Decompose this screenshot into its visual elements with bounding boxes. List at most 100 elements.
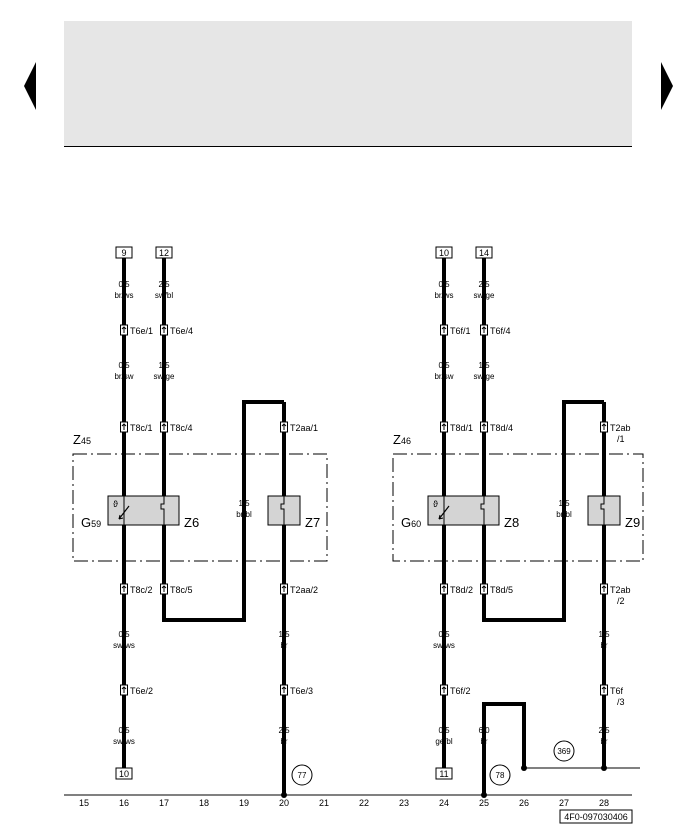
connector-label: T6f xyxy=(610,686,624,696)
wire-color: br/sw xyxy=(434,372,453,381)
sensor-g59-box xyxy=(107,495,180,526)
heating-element-z8 xyxy=(480,496,485,525)
connector-label: T8d/1 xyxy=(450,423,473,433)
wire-size: 1,5 xyxy=(598,630,610,639)
wire-size: 1,5 xyxy=(278,630,290,639)
track-number: 16 xyxy=(119,798,129,808)
wire-size: 2,5 xyxy=(158,280,170,289)
wire-color: br xyxy=(600,737,607,746)
wire-size: 2,5 xyxy=(278,726,290,735)
ground-point-77 xyxy=(291,764,313,786)
sensor-label-g59: G59 xyxy=(81,515,101,530)
wire-color: sw/bl xyxy=(155,291,173,300)
connector-label: T8d/5 xyxy=(490,585,513,595)
ref-box-top-17: 12 xyxy=(159,248,169,258)
heating-element-z7 xyxy=(280,496,285,525)
track-number: 25 xyxy=(479,798,489,808)
wire-size: 6,0 xyxy=(478,726,490,735)
left-circuit: ϑ 9 12 10 0,5 br/ws 0,5 br/sw 0,5 sw/ws … xyxy=(72,246,328,798)
header-divider xyxy=(64,146,632,147)
wire-color: sw/ge xyxy=(474,291,495,300)
zone-label-z45: Z45 xyxy=(73,432,91,447)
connector-label: T8d/2 xyxy=(450,585,473,595)
connector-label: T6e/2 xyxy=(130,686,153,696)
track-number: 20 xyxy=(279,798,289,808)
connector-label: /2 xyxy=(617,596,625,606)
ref-box-bottom-24: 11 xyxy=(439,769,448,779)
triangle-left-icon[interactable] xyxy=(24,62,36,110)
wire-size: 1,5 xyxy=(158,361,170,370)
branch-ref-label: 369 xyxy=(557,747,571,756)
triangle-right-icon[interactable] xyxy=(661,62,673,110)
ref-box-top-24: 10 xyxy=(439,248,449,258)
heating-element-z6 xyxy=(160,496,165,525)
wire-color: br xyxy=(480,737,487,746)
wire-color: br/ws xyxy=(434,291,453,300)
connector-label: /3 xyxy=(617,697,625,707)
ground-point-78 xyxy=(489,764,511,786)
svg-text:ϑ: ϑ xyxy=(113,499,118,509)
branch-ref-369 xyxy=(553,740,575,762)
connector-label: T8d/4 xyxy=(490,423,513,433)
wire-color: br/bl xyxy=(556,510,572,519)
wire-color: ge/bl xyxy=(435,737,453,746)
wire-size: 1,5 xyxy=(478,361,490,370)
header-panel xyxy=(64,21,632,146)
track-number: 28 xyxy=(599,798,609,808)
wire-color: sw/ws xyxy=(113,641,135,650)
temp-sensor-icon: ϑ xyxy=(113,499,130,520)
wire-size: 2,5 xyxy=(598,726,610,735)
track-number: 18 xyxy=(199,798,209,808)
drawing-id: 4F0-097030406 xyxy=(564,812,628,822)
track-number: 19 xyxy=(239,798,249,808)
connector-label: T6e/4 xyxy=(170,326,193,336)
track-number: 21 xyxy=(319,798,329,808)
wire-size: 0,5 xyxy=(118,726,130,735)
sensor-g60-box xyxy=(427,495,500,526)
track-number: 23 xyxy=(399,798,409,808)
connector-label: T8c/1 xyxy=(130,423,153,433)
wire-25-ground xyxy=(482,702,526,795)
zone-label-z46: Z46 xyxy=(393,432,411,447)
wire-color: br xyxy=(600,641,607,650)
wire-size: 2,5 xyxy=(478,280,490,289)
connector-label: T6f/1 xyxy=(450,326,471,336)
ref-box-top-25: 14 xyxy=(479,248,489,258)
connector-label: T2aa/1 xyxy=(290,423,318,433)
element-label-z9: Z9 xyxy=(625,515,640,530)
wire-color: br xyxy=(280,737,287,746)
connector-label: T8c/2 xyxy=(130,585,153,595)
wire-size: 0,5 xyxy=(438,361,450,370)
wire-17-19 xyxy=(162,258,284,622)
element-label-z7: Z7 xyxy=(305,515,320,530)
element-label-z6: Z6 xyxy=(184,515,199,530)
ground-label: 78 xyxy=(496,771,505,780)
wire-color: sw/ws xyxy=(113,737,135,746)
right-circuit: ϑ 10 14 11 0,5 br/ws 0,5 br/sw 0,5 sw/ws… xyxy=(392,246,644,798)
wire-color: sw/ge xyxy=(474,372,495,381)
track-number: 27 xyxy=(559,798,569,808)
sensor-label-g60: G60 xyxy=(401,515,421,530)
zone-box-right xyxy=(392,453,644,562)
connector-label: T6f/4 xyxy=(490,326,511,336)
ground-label: 77 xyxy=(298,771,307,780)
zone-box-left xyxy=(72,453,328,562)
connector-label: T6e/1 xyxy=(130,326,153,336)
connector-label: T2aa/2 xyxy=(290,585,318,595)
wire-color: br/ws xyxy=(114,291,133,300)
wire-size: 0,5 xyxy=(118,361,130,370)
wire-size: 0,5 xyxy=(438,280,450,289)
drawing-id-box xyxy=(559,809,633,824)
track-number: 24 xyxy=(439,798,449,808)
connector-label: T8c/5 xyxy=(170,585,193,595)
track-number: 15 xyxy=(79,798,89,808)
svg-text:ϑ: ϑ xyxy=(433,499,438,509)
track-number: 26 xyxy=(519,798,529,808)
wire-size: 0,5 xyxy=(438,726,450,735)
wire-size: 1,5 xyxy=(558,499,570,508)
connector-label: T2ab xyxy=(610,423,631,433)
ref-box-top-16: 9 xyxy=(121,248,126,258)
temp-sensor-icon: ϑ xyxy=(433,499,450,520)
